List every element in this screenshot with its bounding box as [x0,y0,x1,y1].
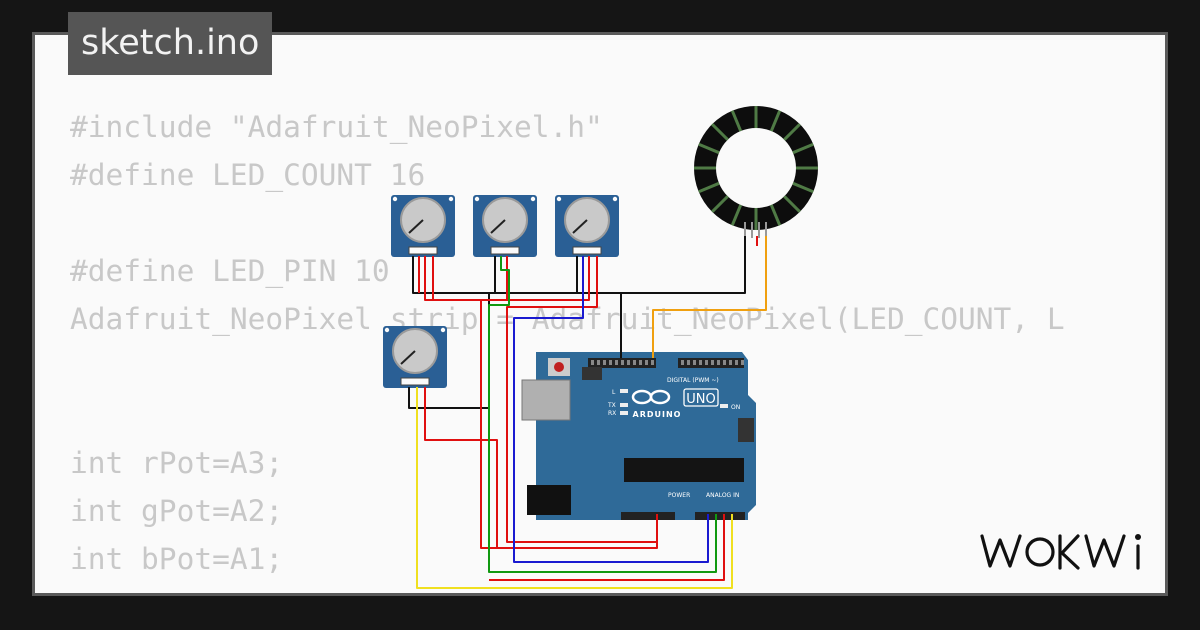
header-pin [591,360,594,365]
code-line: int brightPot=A4; [70,583,1065,593]
header-pin [711,360,714,365]
header-pin [621,360,624,365]
digital-label: DIGITAL (PWM ~) [667,377,719,384]
wire-vcc [481,256,590,301]
usb-port [521,379,571,421]
code-line: #define LED_COUNT 16 [70,158,426,192]
uno-label: UNO [686,392,715,407]
header-pin [651,360,654,365]
header-pin [615,360,618,365]
led-segment [769,204,782,226]
potentiometer[interactable] [473,195,537,257]
on-label: ON [731,404,740,411]
tx-label: TX [607,402,616,409]
arduino-uno-board[interactable]: DIGITAL (PWM ~) UNO ARDUINO L TX RX ON P… [521,352,756,520]
potentiometer[interactable] [555,195,619,257]
wire-data [652,236,767,358]
wire-yellow-signal [416,387,733,589]
power-label: POWER [668,492,690,499]
wire-gnd [412,256,622,358]
led-segment [711,123,729,141]
header-pin [687,360,690,365]
header-pin [597,360,600,365]
header-pin [609,360,612,365]
code-line: int bPot=A1; [70,542,284,576]
wire-vcc [506,256,657,543]
wire-blue-signal [513,256,709,563]
led-segment [730,204,743,226]
code-line: int rPot=A3; [70,446,284,480]
header-pin [735,360,738,365]
led-segment [698,181,720,194]
code-line: Adafruit_NeoPixel strip = Adafruit_NeoPi… [70,302,1065,336]
led-segment [783,123,801,141]
code-line: int gPot=A2; [70,494,284,528]
arduino-label: ARDUINO [633,410,682,419]
file-tab[interactable]: sketch.ino [68,12,273,75]
header-pin [705,360,708,365]
reset-button-cap[interactable] [554,362,564,372]
led-segment [792,142,814,155]
l-label: L [612,389,616,396]
analog-in-label: ANALOG IN [706,492,739,499]
arduino-infinity-icon [631,389,671,405]
code-line: #include "Adafruit_NeoPixel.h" [70,110,603,144]
header-pin [717,360,720,365]
power-jack [527,485,571,515]
wire-green-signal [488,256,717,573]
header-pin [681,360,684,365]
led-segment [730,110,743,132]
wires [408,236,767,589]
wire-gnd [621,236,746,294]
header-pin [723,360,726,365]
led-segment [698,142,720,155]
wokwi-logo-graphic [980,534,1141,570]
led-segment [711,195,729,213]
led-segment [769,110,782,132]
header-pin [699,360,702,365]
header-pin [627,360,630,365]
led-segment [792,181,814,194]
wokwi-logo[interactable] [978,526,1150,578]
led-segment [783,195,801,213]
header-pin [639,360,642,365]
wire-red-signal [489,514,725,581]
microcontroller-chip [624,458,744,482]
header-pin [645,360,648,365]
wire-vcc [424,387,498,548]
rx-label: RX [608,410,616,417]
header-pin [693,360,696,365]
led-ring[interactable] [694,106,818,238]
potentiometer[interactable] [383,326,447,388]
header-pin [729,360,732,365]
potentiometer[interactable] [391,195,455,257]
header-pin [633,360,636,365]
header-pin [741,360,744,365]
code-editor: #include "Adafruit_NeoPixel.h" #define LE… [70,103,1065,593]
code-line: #define LED_PIN 10 [70,254,390,288]
header-pin [603,360,606,365]
